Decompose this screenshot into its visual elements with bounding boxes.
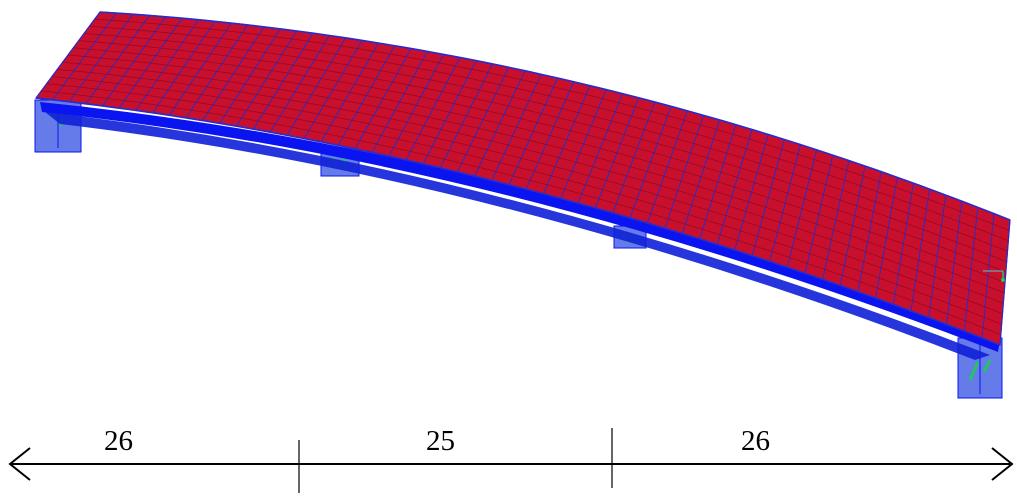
mesh-longitudinal-line (67, 54, 1006, 283)
deck-edge-bot (35, 97, 1001, 346)
dimension-arrow-right (991, 447, 1014, 481)
mesh-longitudinal-line (73, 47, 1006, 273)
mesh-longitudinal-line (89, 25, 1009, 242)
mesh-longitudinal-line (46, 83, 1002, 325)
mesh-longitudinal-line (41, 90, 1001, 335)
span-length-label-1: 26 (104, 425, 133, 457)
mesh-longitudinal-line (57, 68, 1004, 304)
dimension-arrow-left (8, 447, 31, 481)
span-length-label-2: 25 (426, 425, 455, 457)
mesh-longitudinal-line (94, 18, 1010, 231)
deck-mesh-grid (35, 11, 1011, 346)
mesh-longitudinal-line (62, 61, 1005, 294)
axis-marker (983, 270, 1005, 282)
span-length-label-3: 26 (741, 425, 770, 457)
mesh-longitudinal-line (51, 76, 1003, 315)
mesh-longitudinal-line (83, 33, 1008, 252)
deck-edge-top (99, 11, 1011, 221)
bridge-3d-model (34, 11, 1011, 399)
mesh-longitudinal-line (78, 40, 1007, 263)
